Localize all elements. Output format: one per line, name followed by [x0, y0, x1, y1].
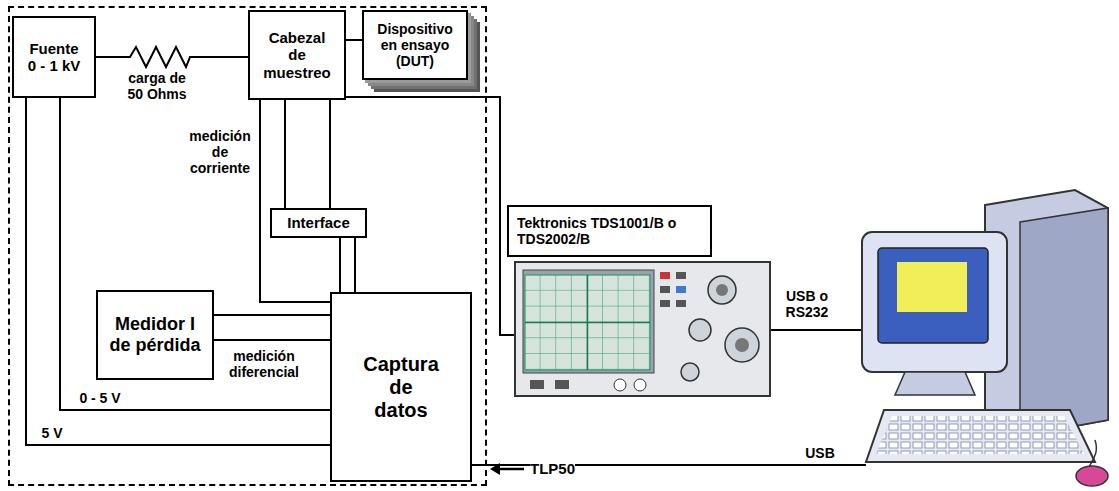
- leakage-meter-box: Medidor I de pérdida: [96, 290, 214, 380]
- edge-label: 0 - 5 V: [70, 390, 130, 406]
- connector-line: [329, 100, 331, 208]
- edge-label: medición diferencial: [226, 348, 302, 380]
- connector-line: [60, 98, 330, 410]
- screen-axis: [587, 275, 589, 370]
- keyboard: [866, 410, 1095, 462]
- oscilloscope-illustration: [515, 262, 770, 396]
- connector-line: [214, 339, 330, 341]
- monitor-stand: [895, 372, 975, 395]
- scope-knob: [725, 328, 759, 362]
- keyboard-keys: [876, 416, 1084, 454]
- box-label: Tektronics TDS1001/B o TDS2002/B: [517, 215, 677, 247]
- scope-button: [530, 380, 544, 389]
- tower-side: [1020, 208, 1108, 436]
- box-label: Interface: [276, 214, 361, 231]
- scope-screen: [525, 275, 650, 370]
- scope-usb-cable: [770, 329, 862, 331]
- connector-line: [260, 100, 330, 302]
- enclosure-label: TLP50: [530, 460, 575, 477]
- connector-line: [354, 238, 356, 292]
- box-label: Medidor I de pérdida: [106, 314, 204, 355]
- connector-line: [26, 98, 330, 445]
- box-label: Captura de datos: [361, 353, 441, 422]
- resistor-zigzag: [122, 47, 198, 67]
- box-label: Dispositivo en ensayo (DUT): [370, 21, 460, 69]
- scope-button: [660, 300, 670, 307]
- connector-line: [339, 238, 341, 292]
- mouse: [1076, 466, 1108, 486]
- monitor-screen: [878, 248, 988, 343]
- cable-label: USB: [800, 445, 840, 461]
- interface-box: Interface: [270, 208, 367, 238]
- scope-knob-cap: [716, 284, 728, 296]
- pointer-head: [490, 463, 500, 475]
- scope-knob: [689, 319, 711, 341]
- source-box: Fuente 0 - 1 kV: [12, 16, 96, 98]
- screen-window: [897, 262, 967, 312]
- dut-box: Dispositivo en ensayo (DUT): [362, 10, 468, 80]
- resistor-symbol: [122, 44, 198, 68]
- scope-button: [676, 286, 686, 293]
- edge-label: carga de 50 Ohms: [122, 70, 192, 102]
- screen-bezel: [523, 270, 654, 373]
- bnc-connector: [614, 379, 626, 391]
- screen-grid: [525, 275, 650, 370]
- bnc-connector: [634, 379, 646, 391]
- connector-line: [284, 100, 286, 208]
- pointer-arrow: [490, 463, 524, 475]
- sampling-head-box: Cabezal de muestreo: [248, 10, 346, 100]
- data-capture-box: Captura de datos: [330, 292, 472, 482]
- pointer-shaft: [496, 468, 524, 471]
- connector-line: [214, 314, 330, 316]
- box-label: Cabezal de muestreo: [258, 29, 336, 81]
- scope-body: [515, 262, 770, 396]
- scope-button: [660, 272, 670, 279]
- scope-knob: [681, 363, 699, 381]
- computer-illustration: [862, 190, 1108, 486]
- edge-label: 5 V: [32, 425, 72, 441]
- connector-line: [346, 39, 362, 41]
- scope-knob: [708, 276, 736, 304]
- box-label: Fuente 0 - 1 kV: [25, 40, 83, 75]
- scope-label-box: Tektronics TDS1001/B o TDS2002/B: [507, 205, 712, 257]
- cable-label: USB o RS232: [776, 288, 838, 320]
- scope-button: [555, 380, 569, 389]
- scope-knob-cap: [735, 338, 749, 352]
- usb-cable: [468, 464, 866, 466]
- scope-button: [676, 272, 686, 279]
- scope-button: [676, 300, 686, 307]
- edge-label: medición de corriente: [186, 128, 254, 176]
- monitor-bezel: [862, 232, 1007, 372]
- scope-button: [660, 286, 670, 293]
